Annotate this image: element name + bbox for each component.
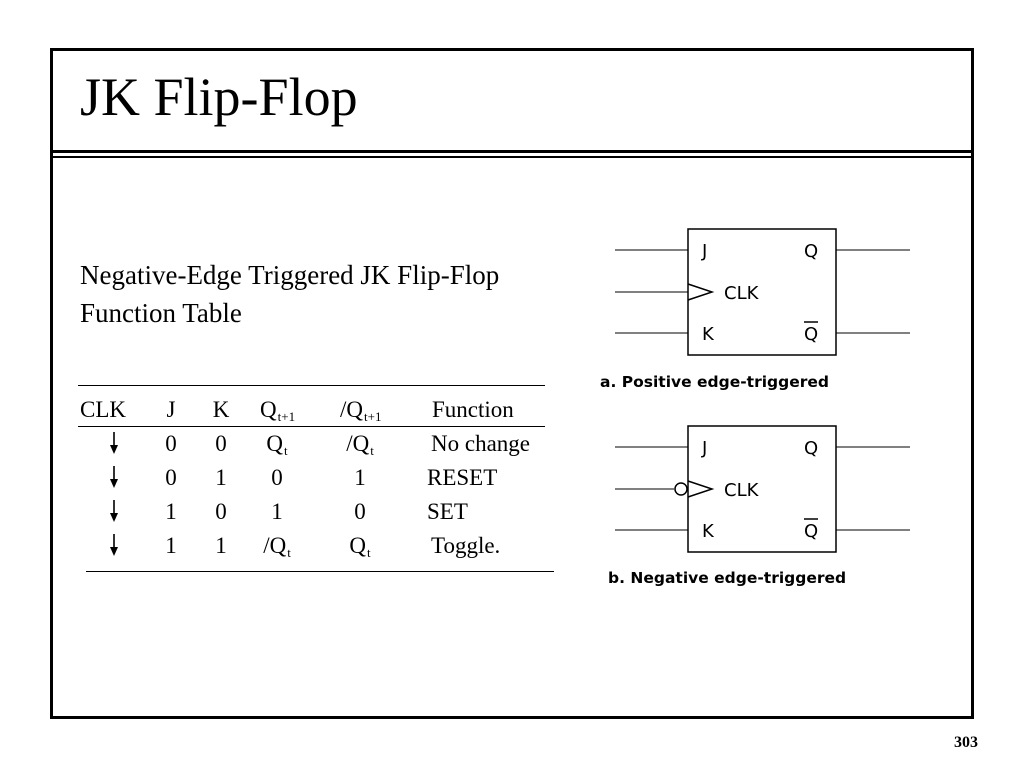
cell-qbar-next: 1 [354,465,366,490]
cell-function: RESET [427,465,498,490]
cell-k: 1 [215,533,227,558]
falling-edge-arrow-icon [110,500,118,522]
negative-edge-flip-flop-symbol: J CLK K Q Q b. Negative edge-triggered [608,425,910,587]
header-qbar-next: /Qt+1 [340,397,382,424]
pin-label-q: Q [804,438,818,459]
title-divider-top [53,150,971,153]
pin-label-qbar: Q [804,521,818,542]
cell-k: 0 [215,499,227,524]
cell-qbar-next: Qt [349,533,371,560]
pin-label-q: Q [804,241,818,262]
header-j: J [166,397,176,422]
table-top-rule [78,385,545,386]
negative-edge-caption: b. Negative edge-triggered [608,569,846,587]
cell-qbar-next: /Qt [346,431,374,458]
title-divider-bottom [53,156,971,158]
cell-q-next: 0 [271,465,283,490]
pin-label-j: J [701,241,707,262]
header-k: K [212,397,230,422]
cell-j: 1 [165,533,177,558]
pin-label-clk: CLK [724,283,760,304]
cell-j: 0 [165,431,177,456]
slide-title: JK Flip-Flop [80,67,358,127]
falling-edge-arrow-icon [110,534,118,556]
header-clk: CLK [80,397,126,422]
flip-flop-block [687,425,837,553]
page-number: 303 [954,734,978,751]
positive-edge-flip-flop-symbol: J CLK K Q Q a. Positive edge-triggered [600,228,910,391]
pin-label-qbar: Q [804,324,818,345]
falling-edge-arrow-icon [110,432,118,454]
cell-q-next: 1 [271,499,283,524]
cell-q-next: Qt [266,431,288,458]
inversion-bubble-icon [674,482,688,496]
cell-j: 0 [165,465,177,490]
cell-k: 1 [215,465,227,490]
pin-label-k: K [702,521,715,542]
cell-k: 0 [215,431,227,456]
cell-qbar-next: 0 [354,499,366,524]
function-table-heading: Negative-Edge Triggered JK Flip-Flop Fun… [80,260,500,328]
pin-label-clk: CLK [724,480,760,501]
pin-label-j: J [701,438,707,459]
slide-frame [50,48,974,719]
cell-function: Toggle. [431,533,501,558]
cell-j: 1 [165,499,177,524]
cell-q-next: /Qt [263,533,291,560]
clock-edge-indicator-icon [687,480,715,498]
table-header-rule [78,426,545,427]
table-bottom-rule [86,571,554,572]
pin-label-k: K [702,324,715,345]
cell-function: No change [431,431,530,456]
header-function: Function [432,397,514,422]
cell-function: SET [427,499,468,524]
positive-edge-caption: a. Positive edge-triggered [600,373,829,391]
clock-edge-indicator-icon [687,283,715,301]
falling-edge-arrow-icon [110,466,118,488]
header-q-next: Qt+1 [260,397,296,424]
